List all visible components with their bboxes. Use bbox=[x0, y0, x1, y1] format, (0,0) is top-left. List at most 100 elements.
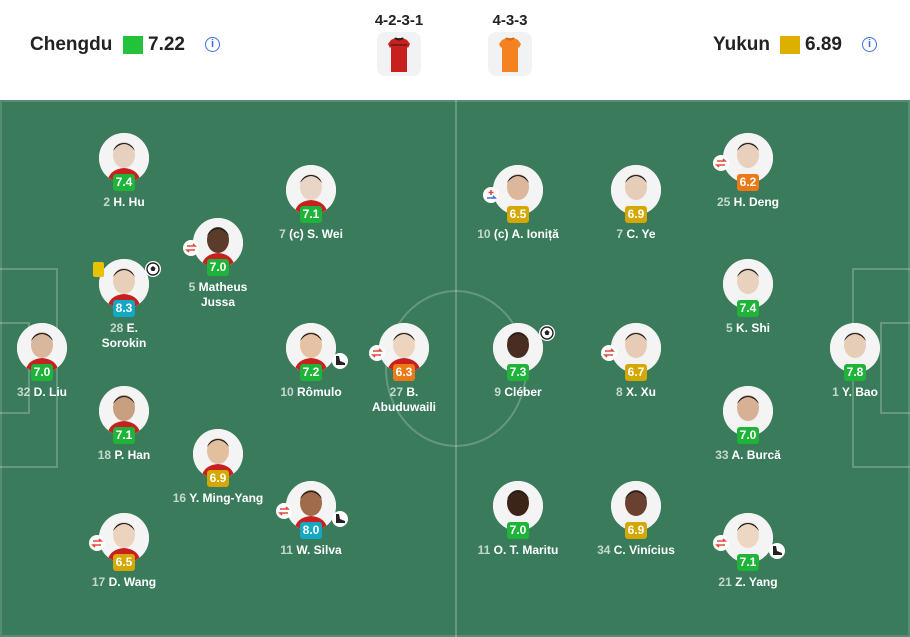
away-formation: 4-3-3 bbox=[492, 12, 528, 29]
player-name: 1 Y. Bao bbox=[780, 385, 910, 400]
player-card[interactable]: 6.9 34 C. Vinícius bbox=[561, 481, 711, 561]
player-card[interactable]: 7.0 11 O. T. Maritu bbox=[443, 481, 593, 561]
player-rating: 8.0 bbox=[300, 522, 322, 539]
home-team-rating: 7.22 bbox=[148, 34, 185, 55]
player-name-text: H. Hu bbox=[113, 195, 145, 209]
player-rating: 7.3 bbox=[507, 364, 529, 381]
player-card[interactable]: 7.8 1 Y. Bao bbox=[780, 323, 910, 403]
goal-ball-icon bbox=[539, 325, 555, 341]
player-rating: 7.4 bbox=[113, 174, 135, 191]
substitution-icon bbox=[183, 240, 199, 256]
player-name-text: Rômulo bbox=[297, 385, 342, 399]
player-rating: 6.5 bbox=[113, 554, 135, 571]
home-formation: 4-2-3-1 bbox=[374, 12, 424, 29]
player-name-text: X. Xu bbox=[626, 385, 657, 399]
player-card[interactable]: 6.9 7 C. Ye bbox=[561, 165, 711, 245]
player-number: 2 bbox=[103, 195, 114, 209]
player-number: 10 bbox=[477, 227, 494, 241]
player-name-text: Cléber bbox=[504, 385, 542, 399]
player-name-text: D. Liu bbox=[33, 385, 67, 399]
goal-ball-icon bbox=[145, 261, 161, 277]
player-name: 25 H. Deng bbox=[673, 195, 823, 210]
player-name-text: W. Silva bbox=[296, 543, 342, 557]
player-number: 7 bbox=[616, 227, 627, 241]
player-number: 18 bbox=[97, 448, 115, 462]
player-number: 11 bbox=[477, 543, 494, 557]
player-name-text: E. bbox=[126, 321, 139, 335]
substitution-icon bbox=[276, 503, 292, 519]
home-kit-icon bbox=[377, 32, 421, 76]
player-card[interactable]: 7.4 2 H. Hu bbox=[49, 133, 199, 213]
player-name: 11 O. T. Maritu bbox=[443, 543, 593, 558]
player-number: 10 bbox=[280, 385, 297, 399]
player-number: 5 bbox=[188, 280, 199, 294]
player-card[interactable]: 7.0 32 D. Liu bbox=[0, 323, 117, 403]
player-number: 11 bbox=[280, 543, 297, 557]
player-name: 27 B.Abuduwaili bbox=[329, 385, 479, 415]
player-name-text: A. Burcă bbox=[731, 448, 781, 462]
player-name: 2 H. Hu bbox=[49, 195, 199, 210]
substitution-icon bbox=[369, 345, 385, 361]
away-team-name[interactable]: Yukun bbox=[713, 34, 771, 55]
player-rating: 7.1 bbox=[113, 427, 135, 444]
player-name-text: Z. Yang bbox=[735, 575, 778, 589]
match-header: Chengdu 7.22 i 4-2-3-1 4-3-3 Yukun 6.89 … bbox=[0, 0, 910, 100]
home-info-icon[interactable]: i bbox=[205, 37, 220, 52]
player-name: 7 C. Ye bbox=[561, 227, 711, 242]
player-name: 8 X. Xu bbox=[561, 385, 711, 400]
home-rating-color bbox=[123, 36, 143, 54]
substitution-icon bbox=[713, 535, 729, 551]
player-name: 18 P. Han bbox=[49, 448, 199, 463]
player-number: 16 bbox=[172, 491, 190, 505]
player-card[interactable]: 7.1 18 P. Han bbox=[49, 386, 199, 466]
player-card[interactable]: 6.9 16 Y. Ming-Yang bbox=[143, 429, 293, 509]
player-rating: 6.9 bbox=[207, 470, 229, 487]
player-name-text: H. Deng bbox=[733, 195, 780, 209]
player-card[interactable]: 6.3 27 B.Abuduwaili bbox=[329, 323, 479, 419]
pitch-border bbox=[0, 100, 910, 637]
player-name: 16 Y. Ming-Yang bbox=[143, 491, 293, 506]
player-rating: 7.1 bbox=[737, 554, 759, 571]
player-rating: 6.3 bbox=[393, 364, 415, 381]
player-name: 11 W. Silva bbox=[236, 543, 386, 558]
player-name-text: Y. Ming-Yang bbox=[189, 491, 264, 505]
player-rating: 7.2 bbox=[300, 364, 322, 381]
player-rating: 6.7 bbox=[625, 364, 647, 381]
player-number: 8 bbox=[615, 385, 626, 399]
away-rating-color bbox=[780, 36, 800, 54]
player-name: 28 E.Sorokin bbox=[49, 321, 199, 351]
player-rating: 7.8 bbox=[844, 364, 866, 381]
player-rating: 7.0 bbox=[507, 522, 529, 539]
player-rating: 7.1 bbox=[300, 206, 322, 223]
player-rating: 6.9 bbox=[625, 522, 647, 539]
player-rating: 7.0 bbox=[31, 364, 53, 381]
player-card[interactable]: 6.7 8 X. Xu bbox=[561, 323, 711, 403]
player-rating: 7.0 bbox=[737, 427, 759, 444]
player-name-text: C. Ye bbox=[626, 227, 656, 241]
away-info-icon[interactable]: i bbox=[862, 37, 877, 52]
player-number: 34 bbox=[597, 543, 614, 557]
player-rating: 6.9 bbox=[625, 206, 647, 223]
player-name: 34 C. Vinícius bbox=[561, 543, 711, 558]
player-number: 32 bbox=[16, 385, 34, 399]
player-avatar bbox=[99, 513, 149, 563]
assist-boot-icon bbox=[332, 353, 348, 369]
away-kit-icon bbox=[488, 32, 532, 76]
home-team-name[interactable]: Chengdu bbox=[30, 34, 113, 55]
player-rating: 7.4 bbox=[737, 300, 759, 317]
player-name-text: P. Han bbox=[114, 448, 151, 462]
player-number: 1 bbox=[832, 385, 842, 399]
